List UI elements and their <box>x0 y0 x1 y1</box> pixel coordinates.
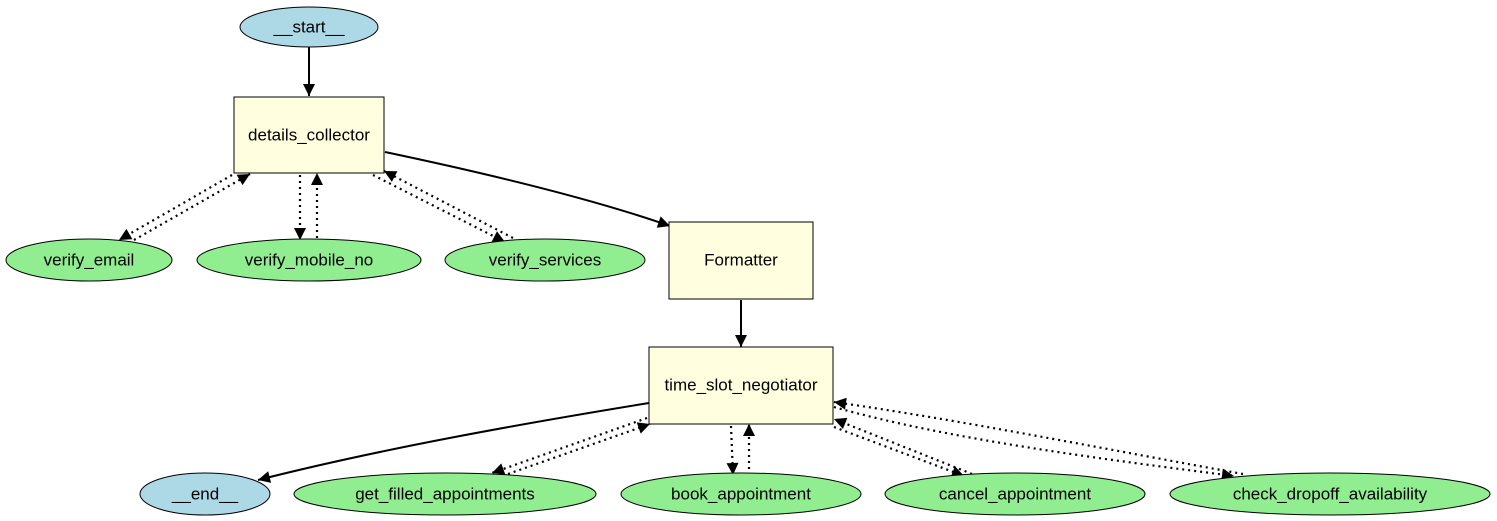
node-get-filled-appointments-label: get_filled_appointments <box>355 485 535 504</box>
node-book-appointment-shape <box>620 472 862 516</box>
edge-verify-services-to-details-collector <box>383 170 514 239</box>
node-verify-services-label: verify_services <box>489 251 601 270</box>
node-verify-services[interactable]: verify_services <box>444 238 646 282</box>
edge-get-filled-appointments-to-time-slot-negotiator <box>507 422 651 476</box>
edge-verify-email-to-details-collector <box>133 173 251 241</box>
node-formatter-label: Formatter <box>704 251 778 270</box>
node-verify-email-label: verify_email <box>44 251 135 270</box>
node-get-filled-appointments-shape <box>293 472 597 516</box>
node-verify-mobile-no[interactable]: verify_mobile_no <box>196 238 422 282</box>
node-start[interactable]: __start__ <box>239 6 379 48</box>
node-time-slot-negotiator-shape <box>648 346 834 425</box>
edge-time-slot-negotiator-to-book-appointment <box>726 425 739 476</box>
node-check-dropoff-availability[interactable]: check_dropoff_availability <box>1169 472 1491 516</box>
node-verify-services-shape <box>444 238 646 282</box>
node-verify-mobile-no-label: verify_mobile_no <box>245 251 374 270</box>
node-cancel-appointment[interactable]: cancel_appointment <box>884 472 1146 516</box>
edges-layer <box>118 47 1244 483</box>
node-cancel-appointment-label: cancel_appointment <box>939 485 1091 504</box>
edge-time-slot-negotiator-to-end <box>257 402 650 483</box>
node-time-slot-negotiator[interactable]: time_slot_negotiator <box>648 346 834 425</box>
edge-check-dropoff-availability-to-time-slot-negotiator <box>833 397 1244 476</box>
node-end-shape <box>139 472 271 516</box>
node-book-appointment-label: book_appointment <box>671 485 811 504</box>
node-verify-email-shape <box>5 238 173 282</box>
node-check-dropoff-availability-label: check_dropoff_availability <box>1233 485 1428 504</box>
nodes-layer: __start__ details_collector verify_email… <box>5 6 1491 516</box>
node-details-collector[interactable]: details_collector <box>233 96 385 174</box>
node-get-filled-appointments[interactable]: get_filled_appointments <box>293 472 597 516</box>
edge-details-collector-to-verify-email <box>118 174 233 241</box>
edge-time-slot-negotiator-to-check-dropoff-availability <box>833 405 1235 481</box>
node-start-shape <box>239 6 379 48</box>
edge-details-collector-to-verify-services <box>372 174 506 243</box>
node-verify-email[interactable]: verify_email <box>5 238 173 282</box>
node-details-collector-label: details_collector <box>248 126 370 145</box>
node-formatter[interactable]: Formatter <box>668 221 814 300</box>
edge-time-slot-negotiator-to-cancel-appointment <box>833 425 965 478</box>
node-end-label: __end__ <box>171 485 239 504</box>
node-cancel-appointment-shape <box>884 472 1146 516</box>
edge-details-collector-to-formatter <box>384 151 671 228</box>
node-book-appointment[interactable]: book_appointment <box>620 472 862 516</box>
node-formatter-shape <box>668 221 814 300</box>
edge-cancel-appointment-to-time-slot-negotiator <box>833 417 973 476</box>
node-check-dropoff-availability-shape <box>1169 472 1491 516</box>
node-time-slot-negotiator-label: time_slot_negotiator <box>664 376 817 395</box>
node-start-label: __start__ <box>273 18 345 37</box>
node-details-collector-shape <box>233 96 385 174</box>
node-end[interactable]: __end__ <box>139 472 271 516</box>
node-verify-mobile-no-shape <box>196 238 422 282</box>
